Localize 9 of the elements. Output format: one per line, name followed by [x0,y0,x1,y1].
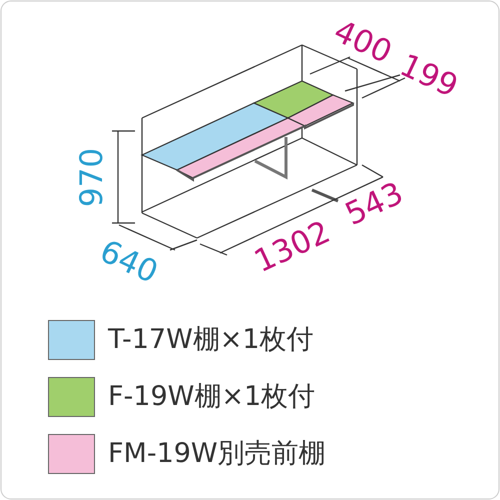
dimension-label: 543 [340,177,408,231]
legend-label: FM-19W別売前棚 [108,440,326,467]
legend-label: T-17W棚×1枚付 [108,326,314,353]
dimension-label: 970 [76,147,108,207]
dimension-label: 199 [394,49,462,103]
legend-label: F-19W棚×1枚付 [108,383,316,410]
dimension-label: 1302 [250,216,334,278]
dimension-label: 640 [94,235,162,289]
dimension-label: 400 [328,15,396,69]
